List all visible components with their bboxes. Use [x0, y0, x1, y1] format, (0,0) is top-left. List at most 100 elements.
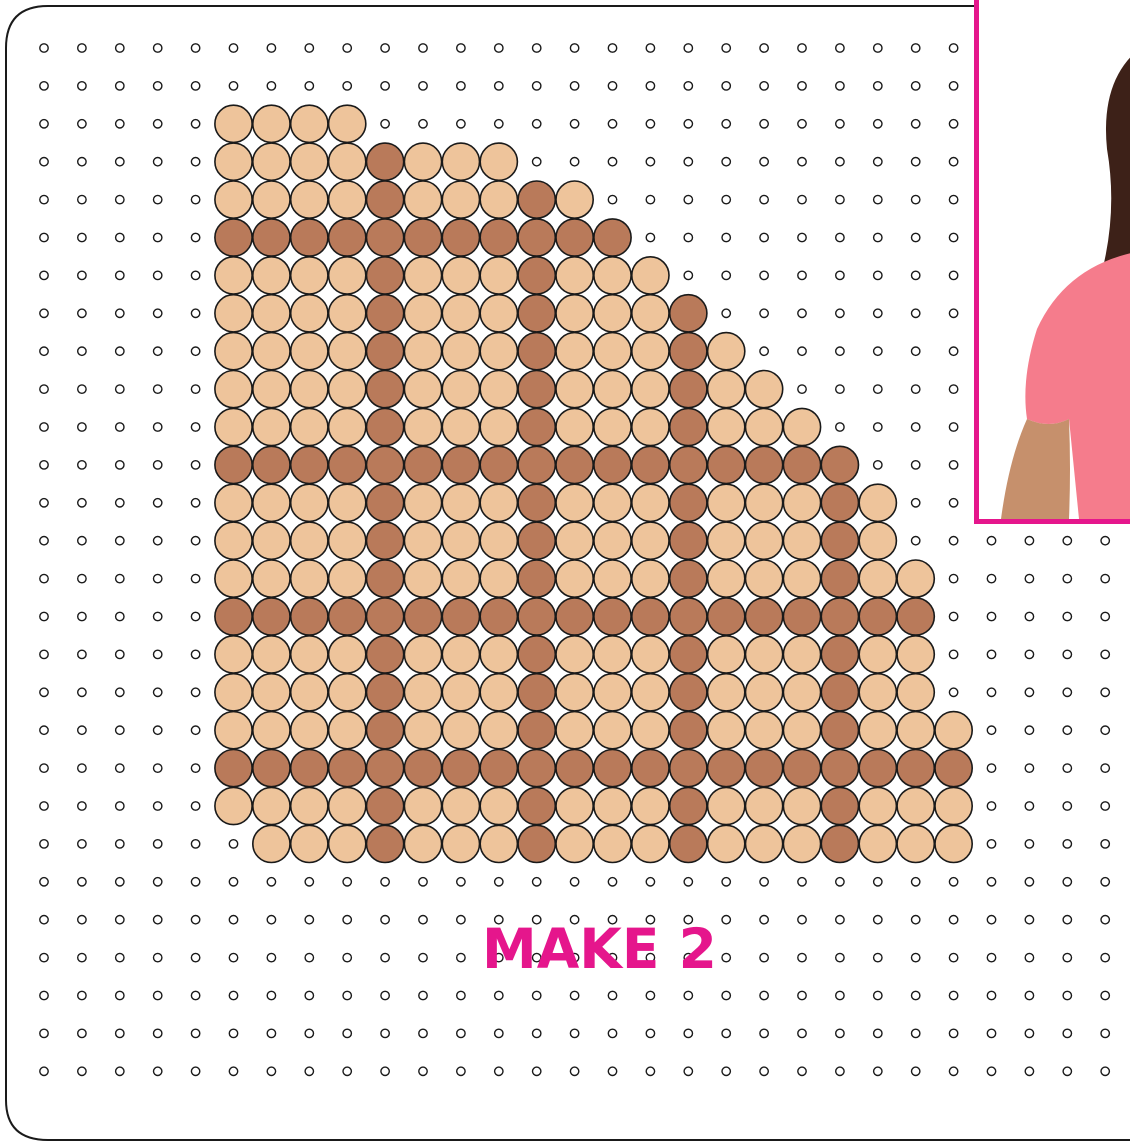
peg	[1025, 878, 1033, 886]
peg	[722, 309, 730, 317]
bead-light	[329, 257, 366, 294]
peg	[1025, 612, 1033, 620]
peg	[760, 347, 768, 355]
peg	[1101, 537, 1109, 545]
bead-dark	[367, 674, 404, 711]
bead-light	[215, 712, 252, 749]
peg	[1063, 1067, 1071, 1075]
peg	[267, 1029, 275, 1037]
bead-dark	[594, 446, 631, 483]
bead-light	[632, 333, 669, 370]
bead-light	[442, 636, 479, 673]
peg	[78, 1067, 86, 1075]
bead-light	[859, 825, 896, 862]
bead-light	[556, 181, 593, 218]
bead-light	[556, 674, 593, 711]
bead-light	[935, 712, 972, 749]
peg	[191, 233, 199, 241]
peg	[191, 423, 199, 431]
peg	[760, 120, 768, 128]
bead-dark	[329, 446, 366, 483]
bead-dark	[556, 598, 593, 635]
peg	[987, 764, 995, 772]
peg	[267, 916, 275, 924]
bead-light	[291, 560, 328, 597]
peg	[116, 878, 124, 886]
bead-light	[480, 560, 517, 597]
peg	[267, 82, 275, 90]
bead-dark	[783, 750, 820, 787]
peg	[1101, 574, 1109, 582]
peg	[191, 82, 199, 90]
peg	[1101, 764, 1109, 772]
peg	[116, 1029, 124, 1037]
bead-light	[404, 787, 441, 824]
bead-dark	[404, 446, 441, 483]
peg	[533, 44, 541, 52]
bead-dark	[518, 446, 555, 483]
peg	[116, 1067, 124, 1075]
bead-dark	[670, 371, 707, 408]
peg	[305, 916, 313, 924]
peg	[116, 385, 124, 393]
peg	[1025, 574, 1033, 582]
bead-dark	[442, 598, 479, 635]
bead-dark	[821, 674, 858, 711]
peg	[533, 1067, 541, 1075]
bead-dark	[556, 446, 593, 483]
peg	[912, 233, 920, 241]
bead-light	[215, 522, 252, 559]
bead-light	[480, 787, 517, 824]
peg	[836, 120, 844, 128]
peg	[78, 991, 86, 999]
bead-light	[291, 257, 328, 294]
peg	[949, 385, 957, 393]
peg	[646, 1067, 654, 1075]
bead-light	[291, 181, 328, 218]
peg	[381, 44, 389, 52]
bead-light	[291, 825, 328, 862]
bead-dark	[670, 636, 707, 673]
peg	[836, 1067, 844, 1075]
peg	[874, 385, 882, 393]
bead-dark	[897, 750, 934, 787]
bead-dark	[367, 787, 404, 824]
peg	[760, 82, 768, 90]
peg	[570, 82, 578, 90]
peg	[40, 688, 48, 696]
peg	[608, 44, 616, 52]
bead-light	[291, 143, 328, 180]
peg	[457, 953, 465, 961]
peg	[684, 878, 692, 886]
peg	[874, 878, 882, 886]
bead-light	[215, 560, 252, 597]
peg	[419, 953, 427, 961]
peg	[305, 1067, 313, 1075]
peg	[798, 953, 806, 961]
peg	[495, 1067, 503, 1075]
peg	[646, 878, 654, 886]
peg	[1063, 688, 1071, 696]
bead-light	[291, 295, 328, 332]
peg	[1025, 802, 1033, 810]
peg	[40, 991, 48, 999]
peg	[116, 991, 124, 999]
peg	[570, 120, 578, 128]
peg	[381, 1029, 389, 1037]
bead-dark	[404, 750, 441, 787]
peg	[874, 309, 882, 317]
bead-light	[253, 333, 290, 370]
bead-light	[746, 787, 783, 824]
bead-light	[594, 408, 631, 445]
peg	[191, 991, 199, 999]
peg	[154, 802, 162, 810]
peg	[191, 650, 199, 658]
bead-light	[253, 408, 290, 445]
peg	[987, 612, 995, 620]
bead-dark	[632, 750, 669, 787]
peg	[457, 82, 465, 90]
bead-light	[746, 371, 783, 408]
peg	[116, 195, 124, 203]
bead-light	[783, 560, 820, 597]
bead-dark	[442, 750, 479, 787]
